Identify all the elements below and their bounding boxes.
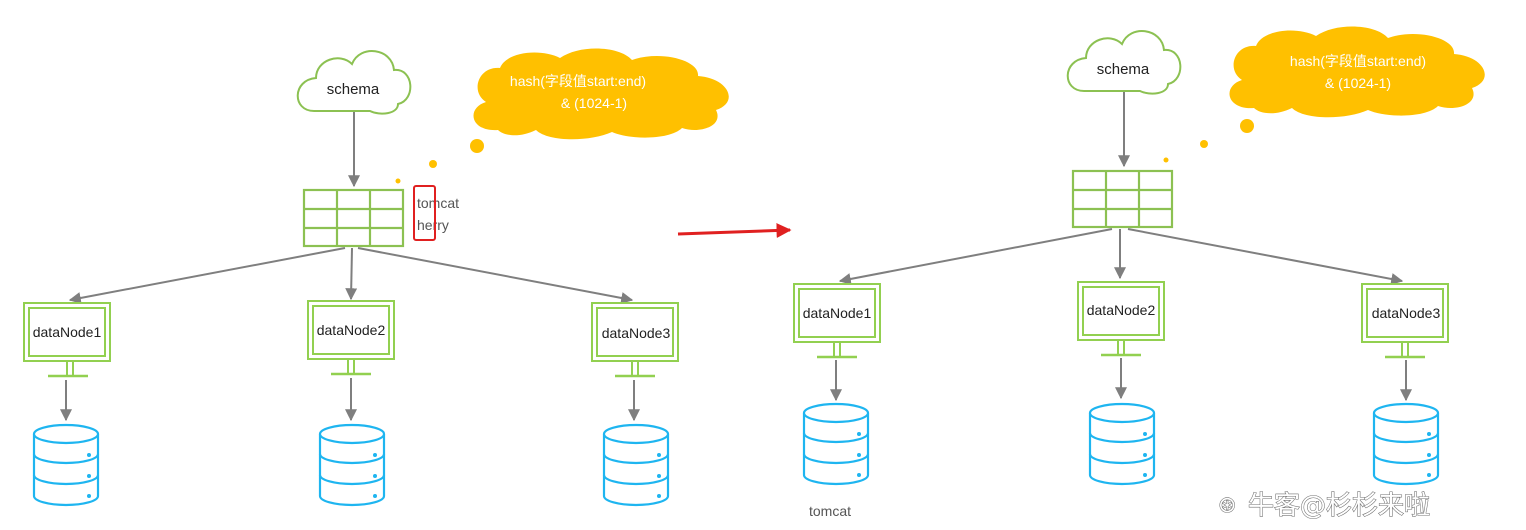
arrow-table-to-node1	[68, 247, 346, 304]
arrow-table-to-node2	[345, 247, 358, 301]
arrow-table-to-node1	[838, 228, 1113, 285]
value-tomcat: tomcat	[417, 195, 459, 211]
datanode-label: dataNode2	[317, 322, 386, 338]
thought-bubble-large	[470, 139, 484, 153]
watermark-logo-icon: ⊛	[1218, 492, 1236, 517]
datanode-monitor-3: dataNode3	[1361, 283, 1449, 359]
database-icon-3	[602, 423, 670, 507]
thought-bubble-small	[1163, 157, 1169, 163]
database-icon-3	[1372, 402, 1440, 486]
hash-formula-line1: hash(字段值start:end)	[1290, 53, 1426, 69]
value-herry: herry	[417, 217, 449, 233]
thought-bubble-medium	[1200, 140, 1208, 148]
datanode-label: dataNode3	[1372, 305, 1441, 321]
hash-cloud-after: hash(字段值start:end) & (1024-1)	[1163, 26, 1485, 163]
table-icon-before	[302, 188, 405, 248]
hash-formula-line1: hash(字段值start:end)	[510, 73, 646, 89]
schema-cloud-before: schema	[296, 50, 412, 115]
thought-bubble-medium	[429, 160, 437, 168]
hash-formula-line2: & (1024-1)	[561, 95, 627, 111]
watermark: ⊛ 牛客@杉杉来啦	[1217, 490, 1430, 521]
schema-cloud-after: schema	[1066, 30, 1182, 95]
database-icon-2	[1088, 402, 1156, 486]
thought-bubble-small	[395, 178, 401, 184]
before-panel: schema hash(字段值start:end) & (1024-1) tom…	[23, 48, 729, 507]
hash-cloud-before: hash(字段值start:end) & (1024-1)	[395, 48, 729, 184]
thought-bubble-large	[1240, 119, 1254, 133]
transition-arrow	[677, 222, 792, 238]
database-icon-2	[318, 423, 386, 507]
database-icon-1	[32, 423, 100, 507]
after-panel: schema hash(字段值start:end) & (1024-1)	[793, 26, 1485, 519]
arrow-table-to-node3	[357, 247, 634, 304]
datanode-monitor-1: dataNode1	[23, 302, 111, 378]
datanode-label: dataNode3	[602, 325, 671, 341]
schema-label: schema	[1097, 61, 1150, 78]
table-icon-after	[1071, 169, 1174, 229]
datanode-label: dataNode2	[1087, 302, 1156, 318]
database-icon-1	[802, 402, 870, 486]
db1-stored-value: tomcat	[809, 503, 851, 519]
highlight-box	[413, 185, 436, 241]
datanode-monitor-2: dataNode2	[307, 300, 395, 376]
schema-label: schema	[327, 81, 380, 98]
watermark-text: 牛客@杉杉来啦	[1248, 491, 1430, 521]
hash-formula-line2: & (1024-1)	[1325, 75, 1391, 91]
datanode-monitor-1: dataNode1	[793, 283, 881, 359]
arrow-table-to-node3	[1127, 228, 1404, 285]
datanode-label: dataNode1	[33, 324, 102, 340]
datanode-monitor-3: dataNode3	[591, 302, 679, 378]
datanode-label: dataNode1	[803, 305, 872, 321]
value-list: tomcat herry	[413, 185, 459, 241]
datanode-monitor-2: dataNode2	[1077, 281, 1165, 357]
